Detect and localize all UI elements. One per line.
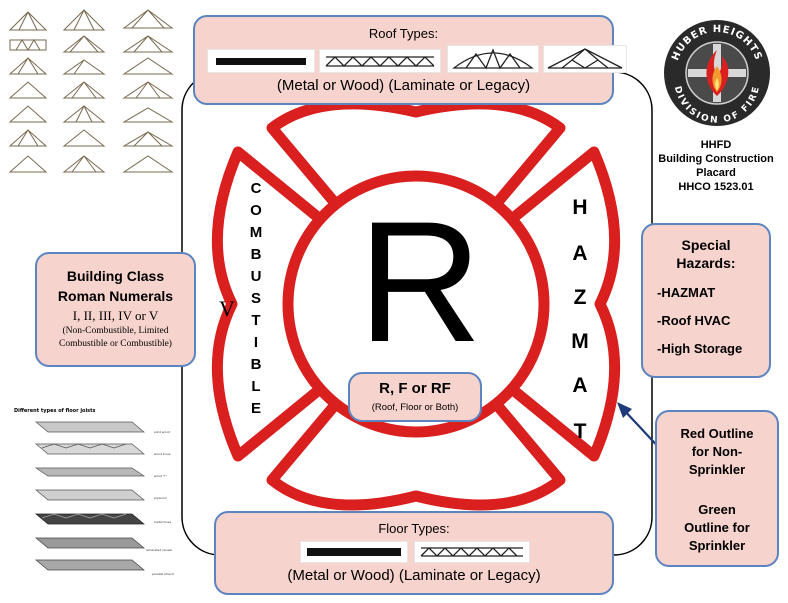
combustible-letter: U — [250, 268, 262, 285]
floor-joists-illustration — [34, 421, 146, 571]
truss-types-reference — [6, 6, 178, 182]
special-hazards-title: Special — [681, 237, 731, 253]
outline-green-line1: Green — [698, 502, 736, 517]
special-hazards-box: Special Hazards: -HAZMAT -Roof HVAC -Hig… — [641, 223, 771, 378]
special-hazards-subtitle: Hazards: — [676, 255, 736, 271]
center-circle — [282, 170, 550, 438]
floor-types-caption: (Metal or Wood) (Laminate or Legacy) — [287, 567, 541, 584]
logo-emblem: HUBER HEIGHTS DIVISION OF FIRE — [664, 20, 770, 126]
hazmat-letter: H — [572, 196, 588, 219]
joist-label: parallel strand — [152, 572, 174, 576]
hazmat-letter: A — [572, 242, 588, 265]
hazmat-letter: Z — [573, 286, 587, 309]
hazmat-letter: A — [572, 374, 588, 397]
outline-green-line3: Sprinkler — [688, 538, 746, 553]
joist-label: solid wood — [154, 430, 170, 434]
building-class-note-line1: (Non-Combustible, Limited — [62, 326, 169, 336]
special-hazard-item: -Roof HVAC — [657, 313, 731, 328]
combustible-letter: B — [250, 356, 262, 373]
outline-red-line2: for Non- — [691, 444, 743, 459]
special-hazard-item: -High Storage — [657, 341, 743, 356]
maltese-cross — [211, 98, 621, 511]
placard-label-line1: HHFD — [700, 139, 732, 151]
building-class-note-line2: Combustible or Combustible) — [59, 339, 172, 349]
joist-label: wood "I" — [154, 474, 167, 478]
roof-types-caption: (Metal or Wood) (Laminate or Legacy) — [276, 77, 531, 94]
outline-green-line2: Outline for — [684, 520, 750, 535]
outline-red-line1: Red Outline — [680, 426, 754, 441]
hazmat-letter: T — [573, 420, 587, 443]
floor-types-box: Floor Types: (Metal or Wood) (Laminate o… — [214, 511, 614, 595]
combustible-letter: L — [251, 378, 261, 395]
combustible-letter: M — [249, 224, 263, 241]
roof-floor-box: R, F or RF (Roof, Floor or Both) — [348, 372, 482, 422]
placard-label: HHFD Building Construction Placard HHCO … — [646, 138, 786, 194]
building-class-title: Building Class — [66, 268, 165, 284]
placard-label-line3: Placard — [696, 167, 736, 179]
roof-type-solid — [207, 49, 315, 73]
combustible-letter: E — [250, 400, 261, 417]
roof-type-truss — [319, 49, 441, 73]
fire-division-logo: HUBER HEIGHTS DIVISION OF FIRE — [662, 18, 772, 128]
combustible-letter: T — [251, 312, 261, 329]
joist-label: plywood — [154, 496, 167, 500]
combustible-letter: S — [250, 290, 261, 307]
hazmat-letter: M — [571, 330, 589, 353]
roof-floor-subtitle: (Roof, Floor or Both) — [371, 402, 459, 413]
outline-legend-box: Red Outline for Non- Sprinkler Green Out… — [655, 410, 779, 567]
truss-types-illustration — [8, 8, 174, 173]
joist-label: metal truss — [154, 520, 172, 524]
combustible-letter: B — [250, 246, 262, 263]
combustible-letter: O — [250, 202, 262, 219]
floor-joists-title: Different types of floor joists — [14, 408, 96, 414]
floor-type-solid — [300, 541, 408, 563]
roof-type-bowstring — [447, 45, 539, 73]
floor-type-truss — [414, 541, 530, 563]
special-hazard-item: -HAZMAT — [657, 285, 716, 300]
floor-joists-reference: Different types of floor joists solid wo… — [14, 408, 182, 588]
roof-types-heading: Roof Types: — [368, 26, 439, 41]
center-letter: R — [357, 186, 483, 378]
placard-label-line2: Building Construction — [658, 153, 774, 165]
roof-type-pitched — [543, 45, 627, 73]
class-marker: V — [219, 296, 235, 321]
joist-label: laminated veneer — [146, 548, 173, 552]
building-class-numerals: I, II, III, IV or V — [72, 308, 159, 323]
joist-label: wood truss — [154, 452, 171, 456]
building-class-box: Building Class Roman Numerals I, II, III… — [35, 252, 196, 367]
building-class-subtitle: Roman Numerals — [57, 288, 174, 304]
roof-floor-title: R, F or RF — [379, 380, 451, 397]
outline-red-line3: Sprinkler — [688, 462, 746, 477]
roof-types-box: Roof Types: (Metal or Wood) (Laminate or… — [193, 15, 627, 105]
combustible-letter: C — [250, 180, 262, 197]
floor-types-heading: Floor Types: — [378, 521, 450, 536]
combustible-letter: I — [253, 334, 259, 351]
placard-label-line4: HHCO 1523.01 — [678, 181, 754, 193]
